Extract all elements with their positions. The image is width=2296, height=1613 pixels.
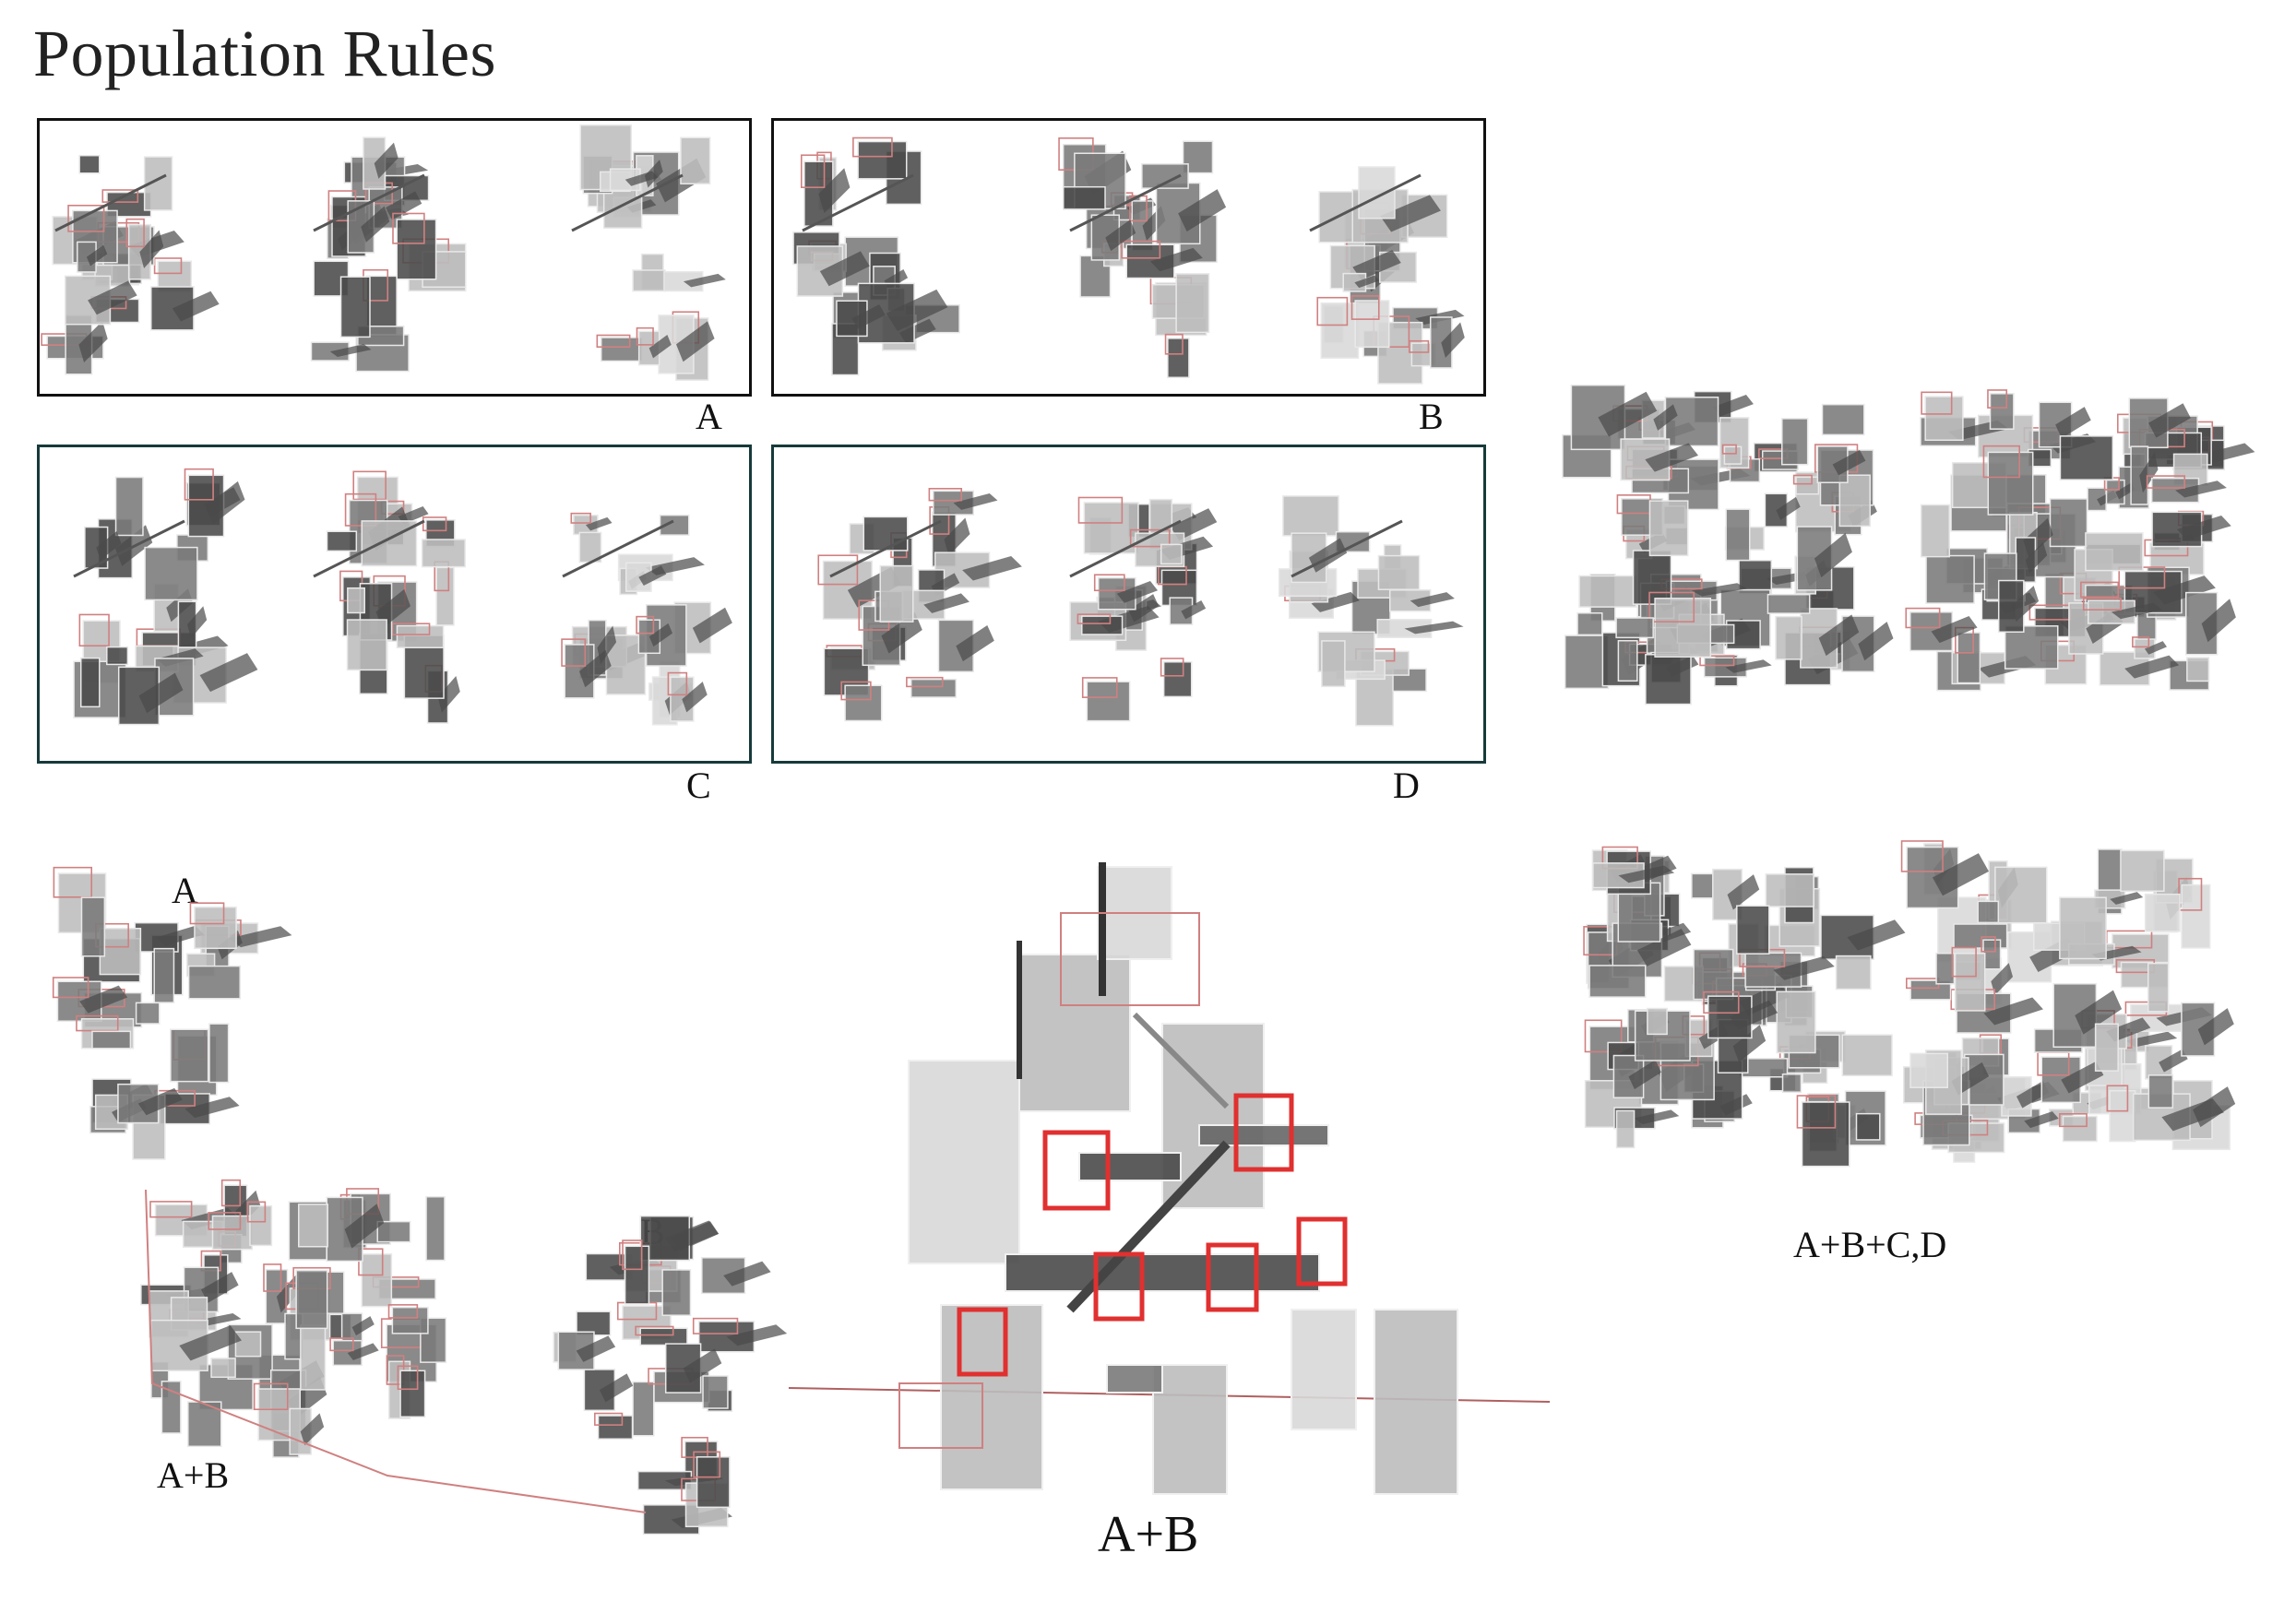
panel-a-model-1 — [41, 154, 220, 375]
highlight-boxes — [957, 1093, 1348, 1377]
cluster-a — [52, 866, 292, 1160]
aggregate-models — [1562, 384, 2255, 1168]
panel-a-model-3 — [571, 125, 726, 381]
highlight-box — [957, 1307, 1008, 1377]
highlight-box — [1296, 1216, 1348, 1287]
panel-a-label: A — [696, 396, 722, 437]
aggregate-model-3 — [1583, 846, 1906, 1168]
panel-c-model-1 — [73, 468, 258, 726]
panel-b-models — [792, 136, 1465, 385]
panel-c-label: C — [686, 765, 711, 806]
cluster-label-ab: A+B — [157, 1454, 230, 1496]
panel-b-model-1 — [792, 136, 960, 376]
panel-a-models — [41, 125, 726, 381]
panel-d-model-3 — [1278, 495, 1464, 727]
aggregate-model-2 — [1905, 389, 2255, 692]
panel-b-label: B — [1419, 396, 1444, 437]
highlight-box — [1093, 1251, 1145, 1322]
panel-c-model-2 — [313, 470, 466, 724]
aggregate-model-1 — [1562, 384, 1894, 706]
center-structure — [788, 862, 1551, 1495]
linked-clusters — [52, 866, 788, 1536]
cluster-ab — [140, 1179, 447, 1458]
panel-d-models — [817, 487, 1464, 727]
page-title: Population Rules — [33, 17, 497, 90]
panel-b-model-3 — [1309, 166, 1465, 385]
panel-a-model-2 — [310, 136, 467, 373]
right-label: A+B+C,D — [1793, 1224, 1947, 1265]
panel-c-models — [73, 468, 732, 726]
panel-d-model-2 — [1069, 496, 1218, 722]
aggregate-model-4 — [1900, 840, 2236, 1163]
panel-b-model-2 — [1058, 137, 1227, 379]
panel-d-label: D — [1393, 765, 1420, 806]
highlight-box — [1206, 1242, 1259, 1312]
highlight-box — [1042, 1130, 1111, 1211]
center-label: A+B — [1098, 1506, 1199, 1563]
panel-c-model-3 — [561, 512, 732, 726]
cluster-b — [553, 1215, 788, 1536]
panel-d-model-1 — [817, 487, 1022, 722]
highlight-box — [1233, 1093, 1294, 1172]
